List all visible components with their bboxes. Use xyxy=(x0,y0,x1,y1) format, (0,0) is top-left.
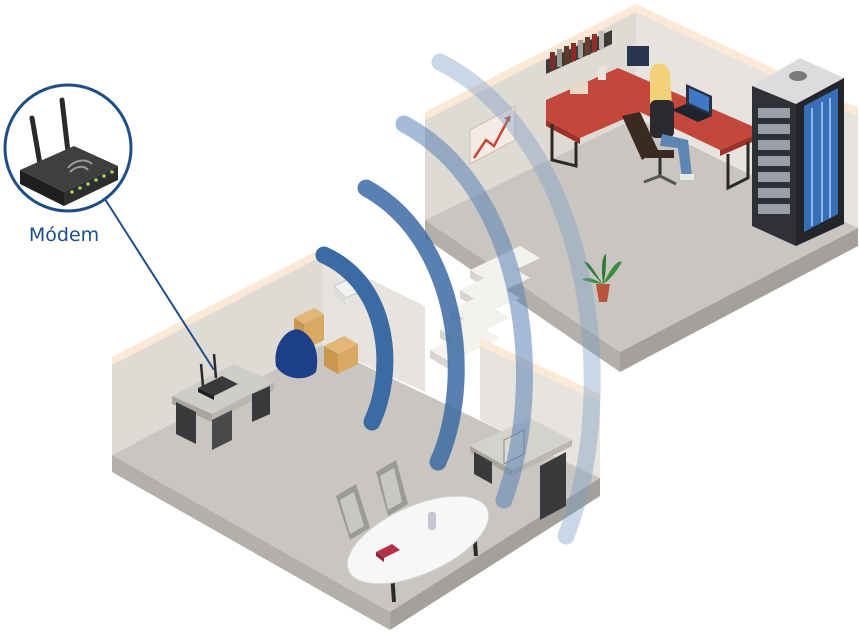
lower-room-left-wall-top xyxy=(112,248,322,365)
modem-label: Módem xyxy=(28,224,100,246)
upper-room-left-wall xyxy=(425,12,636,220)
oval-table xyxy=(346,495,490,603)
blue-sack xyxy=(275,329,318,379)
modem-callout xyxy=(3,83,133,213)
upper-room-floor xyxy=(425,118,858,352)
plant-icon xyxy=(582,254,622,302)
router-icon xyxy=(20,97,118,206)
bookshelf xyxy=(546,30,649,74)
lower-room-base-left xyxy=(112,455,390,630)
upper-room-base-right xyxy=(620,228,858,372)
office-worker xyxy=(622,63,694,186)
lower-room-right-wall-top xyxy=(480,338,600,402)
laptop-icon xyxy=(672,84,712,122)
dining-chairs xyxy=(336,460,408,540)
upper-room-left-wall-top xyxy=(425,4,636,120)
wifi-wave-2 xyxy=(357,179,465,471)
chart-icon xyxy=(469,105,516,165)
lower-room xyxy=(112,248,600,630)
wifi-wave-3 xyxy=(395,115,533,509)
callout-leader-line xyxy=(102,195,215,371)
office-desk xyxy=(546,66,752,191)
lower-room-left-wall xyxy=(112,256,322,455)
lower-room-base-right xyxy=(390,478,600,630)
server-rack-icon xyxy=(752,58,844,246)
lower-room-floor xyxy=(112,345,600,612)
storage-boxes xyxy=(294,308,358,374)
router-icon xyxy=(198,353,238,400)
wifi-signal-waves xyxy=(315,53,601,545)
wifi-wave-1 xyxy=(315,246,394,431)
wifi-wave-4 xyxy=(431,53,601,545)
